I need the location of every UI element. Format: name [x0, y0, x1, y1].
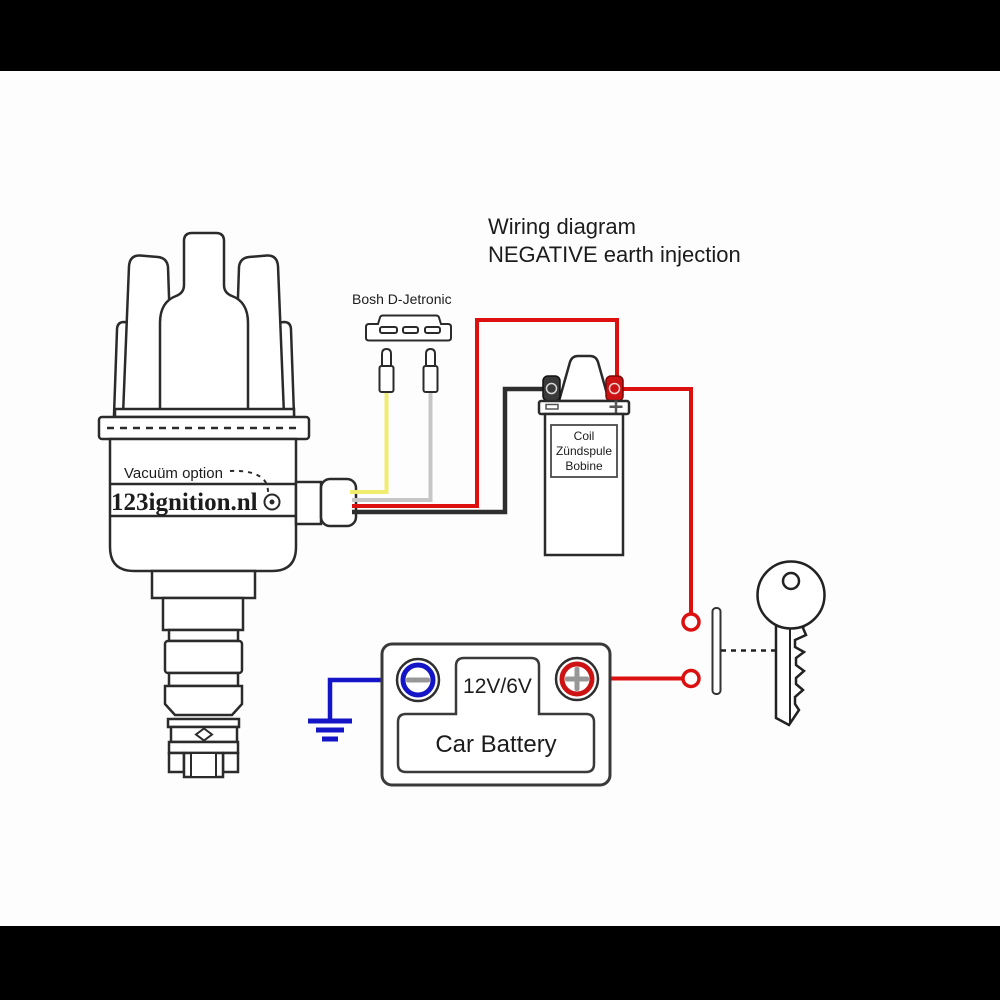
coil-plus-mark [609, 400, 623, 413]
coil-ht-tower [557, 354, 611, 403]
battery-name-label: Car Battery [435, 731, 556, 758]
coil-minus-mark [545, 403, 559, 410]
vacuum-option-label: Vacuüm option [124, 465, 223, 482]
brand-label: 123ignition.nl [111, 489, 258, 516]
vacuum-pointer-dashed-line [229, 469, 269, 493]
distributor-collar-pin [194, 727, 214, 742]
distributor-shaft-step [150, 569, 257, 600]
battery-minus-icon [406, 677, 430, 683]
ground-symbol-icon [308, 718, 352, 742]
ignition-coil: Coil Zündspule Bobine [537, 354, 631, 557]
connector-label: Bosh D-Jetronic [352, 291, 452, 307]
key-head-hole [781, 571, 801, 591]
red-wire-coil-to-switch [618, 387, 693, 614]
distributor-shaft-neck [161, 596, 245, 632]
distributor-tower-center [158, 231, 250, 417]
vacuum-port-center-dot [269, 499, 275, 505]
key-head [756, 560, 826, 630]
yellow-wire [350, 393, 389, 494]
battery-plus-icon-v [574, 667, 580, 691]
distributor: Vacuüm option 123ignition.nl [97, 231, 358, 779]
red-wire-distributor-to-coil [352, 318, 619, 508]
coil-label-line-2: Zündspule [556, 444, 612, 458]
coil-positive-terminal [605, 375, 624, 402]
black-wire-distributor-to-coil [352, 386, 549, 515]
title-block: Wiring diagram NEGATIVE earth injection [488, 214, 741, 267]
gray-wire [352, 393, 433, 502]
cable-gland-neck [294, 480, 323, 526]
switch-bar [711, 607, 722, 695]
coil-label-box [550, 424, 618, 478]
coil-negative-terminal [542, 375, 561, 402]
connector-slot-2 [402, 326, 419, 334]
distributor-base-block [167, 740, 240, 755]
distributor-shaft-section-1 [163, 639, 244, 675]
distributor-drive-prong-right [221, 751, 240, 774]
distributor-shaft-section-2 [163, 684, 244, 717]
bullet-terminal-right-body [422, 365, 439, 393]
distributor-drive-tab-inner [190, 752, 217, 778]
switch-contact-top [681, 612, 701, 632]
bosch-connector: Bosh D-Jetronic [352, 291, 452, 393]
coil-label-line-3: Bobine [565, 459, 603, 473]
car-battery: 12V/6V Car Battery [380, 642, 612, 787]
connector-slot-1 [379, 326, 398, 334]
coil-positive-terminal-screw [608, 382, 621, 395]
coil-negative-terminal-screw [545, 382, 558, 395]
ignition-switch [681, 560, 826, 727]
title-line-2: NEGATIVE earth injection [488, 242, 741, 267]
distributor-shaft-ring-2 [167, 671, 240, 688]
battery-voltage-label: 12V/6V [463, 675, 532, 698]
bullet-terminal-left-body [378, 365, 395, 393]
bullet-terminal-left-tip [381, 347, 392, 367]
distributor-shaft-ring-1 [167, 628, 240, 643]
cable-gland-body [319, 477, 358, 528]
title-line-1: Wiring diagram [488, 214, 636, 239]
battery-inner-panel [396, 656, 596, 774]
coil-label-line-1: Coil [574, 429, 595, 443]
switch-contact-bottom [681, 668, 701, 689]
connector-slot-3 [424, 326, 441, 334]
wires [327, 318, 693, 719]
blue-wire-battery-to-ground [327, 677, 398, 719]
key-icon [756, 560, 826, 727]
distributor-drive-prong-left [167, 751, 186, 774]
key-blade [774, 603, 809, 727]
bullet-terminal-right-tip [425, 347, 436, 367]
